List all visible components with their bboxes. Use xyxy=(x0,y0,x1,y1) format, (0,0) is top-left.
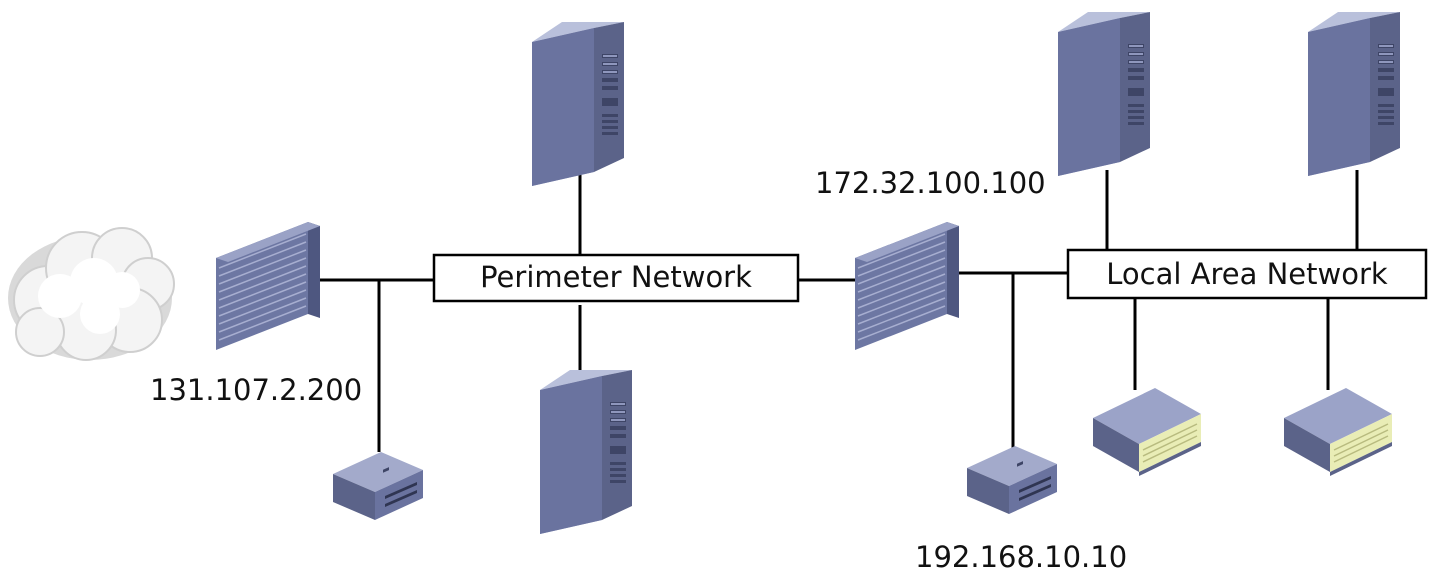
firewall-icon xyxy=(854,221,960,351)
storage-icon xyxy=(1283,387,1393,477)
server-icon xyxy=(1308,12,1400,176)
connection-lines xyxy=(318,168,1359,452)
lan-label: Local Area Network xyxy=(1106,257,1388,291)
cloud-icon xyxy=(8,227,175,361)
perimeter-network-label: Perimeter Network xyxy=(480,260,752,294)
storage-icon xyxy=(1092,387,1202,477)
internal-firewall-ip: 172.32.100.100 xyxy=(815,166,1046,200)
external-firewall-ip: 131.107.2.200 xyxy=(150,373,362,407)
lan-box: Local Area Network xyxy=(1066,248,1428,300)
router-icon xyxy=(333,452,423,520)
server-icon xyxy=(1058,12,1150,176)
router-icon xyxy=(967,446,1057,514)
perimeter-network-box: Perimeter Network xyxy=(432,253,800,303)
lan-device-ip: 192.168.10.10 xyxy=(915,540,1127,574)
firewall-icon xyxy=(215,221,321,351)
server-icon xyxy=(532,22,624,186)
server-icon xyxy=(540,370,632,534)
